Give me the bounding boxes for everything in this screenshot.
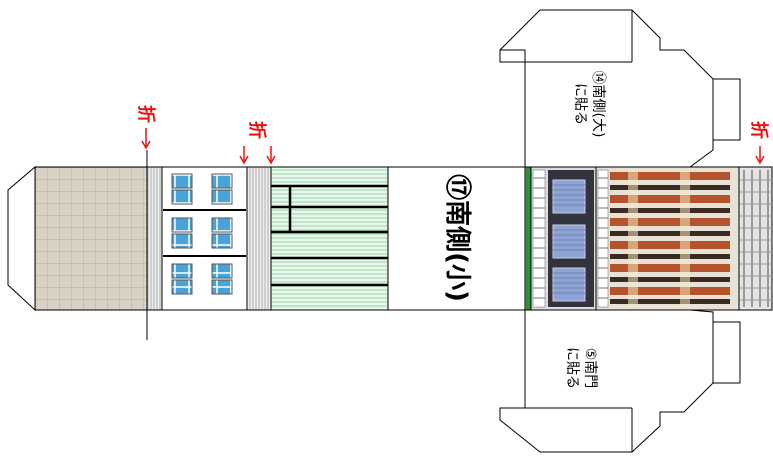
fold-mark-3-label: 折 [748, 121, 770, 139]
fold-mark-1-label: 折 [135, 105, 157, 123]
fold-mark-3: 折 [748, 121, 770, 165]
left-cap [7, 165, 36, 312]
main-strip [7, 165, 773, 312]
bottom-flap [499, 309, 741, 453]
grey-strip-1 [146, 166, 163, 311]
green-strip [524, 166, 532, 311]
fold-mark-2-label: 折 [246, 121, 268, 139]
fold-mark-1: 折 [135, 105, 157, 340]
green-panel [270, 166, 389, 311]
top-flap-label-line1: ⑭南側(大) [590, 71, 606, 138]
top-flap-label-line2: に貼る [572, 83, 588, 125]
bottom-flap-label-line1: ⑤南門 [582, 348, 598, 389]
facade-brick [595, 166, 740, 311]
fold-mark-2: 折 [239, 121, 276, 165]
center-label-panel [387, 166, 526, 311]
grey-strip-2 [246, 166, 272, 311]
bottom-flap-label-line2: に貼る [564, 347, 580, 389]
roof-tile-panel [34, 166, 148, 311]
balconies-left [532, 169, 594, 308]
window-grid [163, 173, 246, 295]
brick-windows [597, 169, 730, 308]
top-flap [499, 9, 741, 168]
center-label: ⑰南側(小) [442, 174, 473, 302]
